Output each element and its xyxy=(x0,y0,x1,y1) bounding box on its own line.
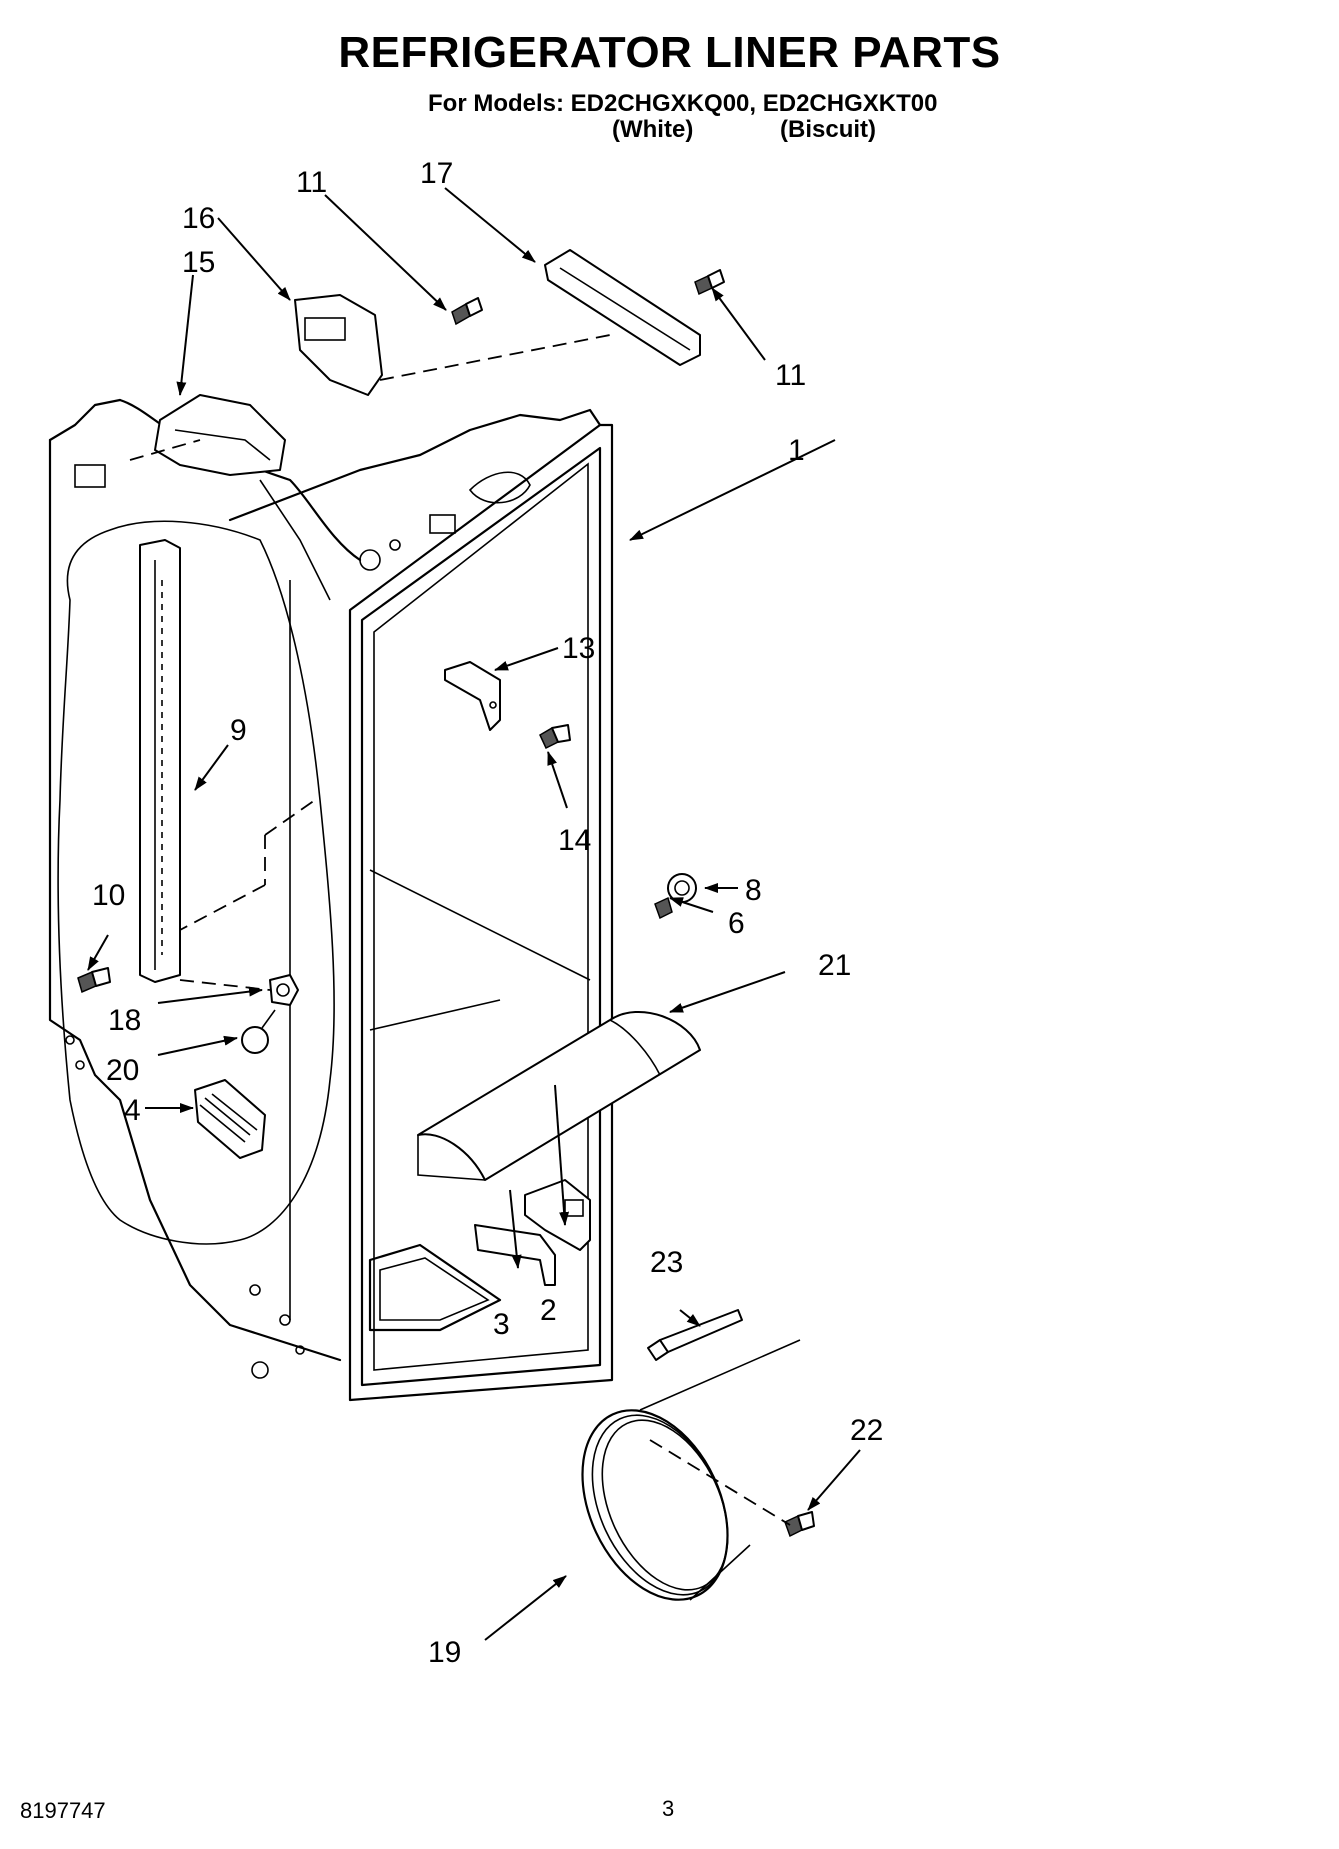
light-socket-part-18 xyxy=(269,974,299,1006)
callout-17: 17 xyxy=(420,157,453,190)
callout-16: 16 xyxy=(182,202,215,235)
callout-11-right: 11 xyxy=(775,359,806,392)
page-title: REFRIGERATOR LINER PARTS xyxy=(338,28,1001,77)
callout-2: 2 xyxy=(540,1294,557,1327)
shelf-rail-part-9 xyxy=(139,539,181,983)
callout-22: 22 xyxy=(850,1414,883,1447)
callout-4: 4 xyxy=(124,1094,141,1127)
document-number: 8197747 xyxy=(20,1798,106,1823)
screw-part-14 xyxy=(539,724,571,750)
callout-18: 18 xyxy=(108,1004,141,1037)
callout-10: 10 xyxy=(92,879,125,912)
top-rail-part-17 xyxy=(544,249,701,366)
callout-21: 21 xyxy=(818,949,851,982)
callout-8: 8 xyxy=(745,874,762,907)
callout-9: 9 xyxy=(230,714,247,747)
bracket-part-13 xyxy=(444,661,501,731)
callout-labels: 1 2 3 4 6 8 9 10 11 11 13 14 15 16 17 18… xyxy=(92,157,883,1669)
callout-19: 19 xyxy=(428,1636,461,1669)
callout-11-top: 11 xyxy=(296,166,327,199)
page-number: 3 xyxy=(662,1796,675,1821)
callout-20: 20 xyxy=(106,1054,139,1087)
variant-white: (White) xyxy=(612,116,694,143)
assembly-lines xyxy=(129,334,791,1526)
models-line: For Models: ED2CHGXKQ00, ED2CHGXKT00 xyxy=(428,90,938,117)
screw-part-22 xyxy=(784,1511,815,1538)
wire-harness-part-19 xyxy=(581,1339,801,1601)
callout-6: 6 xyxy=(728,907,745,940)
callout-1: 1 xyxy=(788,434,805,467)
crisper-cover-part-21 xyxy=(417,1011,701,1181)
cable-tie-part-23 xyxy=(647,1309,743,1361)
light-bulb-part-20 xyxy=(241,1009,276,1054)
leader-arrows xyxy=(87,187,861,1641)
callout-3: 3 xyxy=(493,1308,510,1341)
screw-part-11-top xyxy=(451,297,483,326)
screw-part-10 xyxy=(77,967,111,994)
light-housing-part-15 xyxy=(154,394,286,476)
variant-biscuit: (Biscuit) xyxy=(780,116,876,143)
vent-grille-part-4 xyxy=(194,1079,266,1159)
callout-23: 23 xyxy=(650,1246,683,1279)
screw-part-11-right xyxy=(694,269,725,296)
callout-14: 14 xyxy=(558,824,591,857)
screw-part-6 xyxy=(654,896,673,920)
callout-15: 15 xyxy=(182,246,215,279)
light-shield-part-16 xyxy=(294,294,383,396)
liner-cabinet xyxy=(48,398,614,1402)
bracket-part-2 xyxy=(524,1179,591,1251)
callout-13: 13 xyxy=(562,632,595,665)
